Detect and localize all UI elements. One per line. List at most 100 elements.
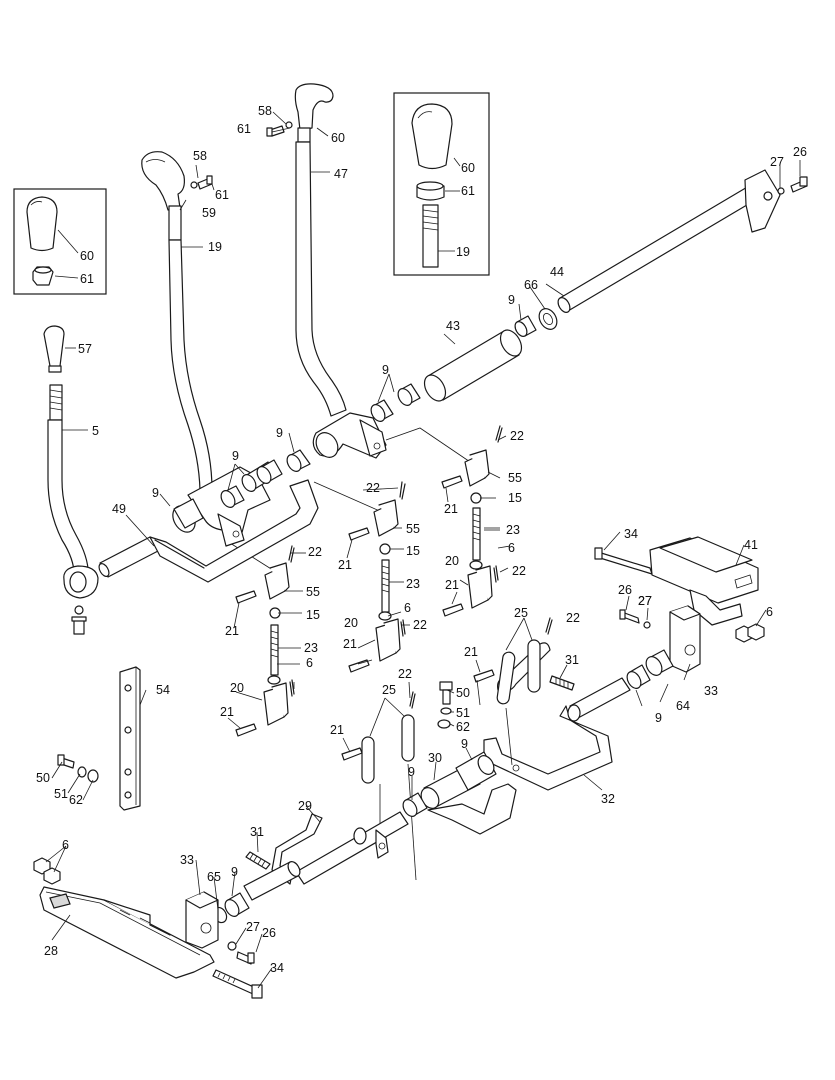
label-26: 26	[793, 145, 807, 159]
shaft-left-with-bushing	[212, 861, 301, 924]
pin-31-left	[245, 851, 271, 870]
label-20: 20	[445, 554, 459, 568]
shaft-44	[557, 169, 808, 313]
nuts-6-left	[33, 857, 61, 885]
label-33: 33	[704, 684, 718, 698]
lever-5	[43, 325, 99, 635]
label-60: 60	[331, 131, 345, 145]
label-32: 32	[601, 792, 615, 806]
label-27: 27	[638, 594, 652, 608]
label-26: 26	[618, 583, 632, 597]
label-58: 58	[193, 149, 207, 163]
label-61: 61	[237, 122, 251, 136]
label-21: 21	[343, 637, 357, 651]
bushing-9-right	[626, 664, 651, 689]
lever-47	[266, 83, 387, 459]
label-22: 22	[366, 481, 380, 495]
clevis-20-mid	[348, 618, 406, 673]
label-27: 27	[770, 155, 784, 169]
bushing-9-top	[514, 315, 537, 337]
part-labels: 58 61 60 47 58 61 59 19 60 61 19 60 61 2…	[36, 104, 807, 975]
label-26: 26	[262, 926, 276, 940]
label-34: 34	[270, 961, 284, 975]
label-59: 59	[202, 206, 216, 220]
leader-lines	[45, 111, 801, 989]
label-60: 60	[80, 249, 94, 263]
washer-66	[538, 308, 558, 330]
bushing-9-mid	[286, 449, 311, 472]
label-28: 28	[44, 944, 58, 958]
label-20: 20	[230, 681, 244, 695]
label-9: 9	[152, 486, 159, 500]
rods-23	[270, 507, 481, 676]
label-58: 58	[258, 104, 272, 118]
clevis-20-left	[235, 679, 295, 737]
label-23: 23	[506, 523, 520, 537]
label-44: 44	[550, 265, 564, 279]
label-6: 6	[404, 601, 411, 615]
frame-29	[271, 811, 409, 885]
frame-32	[483, 677, 631, 791]
label-15: 15	[508, 491, 522, 505]
label-61: 61	[461, 184, 475, 198]
bushings-9-lever19	[220, 459, 283, 508]
label-21: 21	[330, 723, 344, 737]
label-19: 19	[208, 240, 222, 254]
label-21: 21	[444, 502, 458, 516]
label-33: 33	[180, 853, 194, 867]
bushing-64	[645, 649, 674, 676]
label-21: 21	[445, 578, 459, 592]
inset-box-right	[393, 92, 490, 276]
hardware-27-26-34-left	[212, 941, 263, 999]
label-15: 15	[306, 608, 320, 622]
label-9: 9	[382, 363, 389, 377]
label-9: 9	[408, 765, 415, 779]
bushings-9-pair	[370, 383, 421, 422]
label-43: 43	[446, 319, 460, 333]
label-50: 50	[36, 771, 50, 785]
label-23: 23	[304, 641, 318, 655]
bushing-30	[420, 751, 497, 809]
label-47: 47	[334, 167, 348, 181]
label-54: 54	[156, 683, 170, 697]
label-55: 55	[306, 585, 320, 599]
label-50: 50	[456, 686, 470, 700]
label-9: 9	[232, 449, 239, 463]
label-15: 15	[406, 544, 420, 558]
pedal-28	[39, 886, 215, 979]
label-21: 21	[338, 558, 352, 572]
bolt-50-center	[437, 681, 453, 729]
label-22: 22	[308, 545, 322, 559]
bushing-9-center	[402, 792, 428, 817]
label-29: 29	[298, 799, 312, 813]
label-6: 6	[62, 838, 69, 852]
label-20: 20	[344, 616, 358, 630]
label-27: 27	[246, 920, 260, 934]
label-62: 62	[69, 793, 83, 807]
inset-box-left	[13, 188, 107, 295]
label-5: 5	[92, 424, 99, 438]
sleeve-43	[423, 329, 523, 402]
label-19: 19	[456, 245, 470, 259]
clevis-20-right	[442, 565, 499, 617]
label-51: 51	[456, 706, 470, 720]
label-6: 6	[508, 541, 515, 555]
frame-29-right-bracket	[427, 783, 517, 835]
label-61: 61	[215, 188, 229, 202]
label-22: 22	[566, 611, 580, 625]
bolt-50-left	[57, 754, 99, 783]
label-64: 64	[676, 699, 690, 713]
label-22: 22	[398, 667, 412, 681]
label-30: 30	[428, 751, 442, 765]
label-9: 9	[461, 737, 468, 751]
label-66: 66	[524, 278, 538, 292]
nuts-6-right	[735, 623, 765, 643]
links-25-right	[473, 617, 553, 766]
label-31: 31	[565, 653, 579, 667]
pedal-41	[594, 536, 759, 626]
label-21: 21	[220, 705, 234, 719]
pin-31-right	[549, 675, 575, 691]
label-61: 61	[80, 272, 94, 286]
label-55: 55	[406, 522, 420, 536]
